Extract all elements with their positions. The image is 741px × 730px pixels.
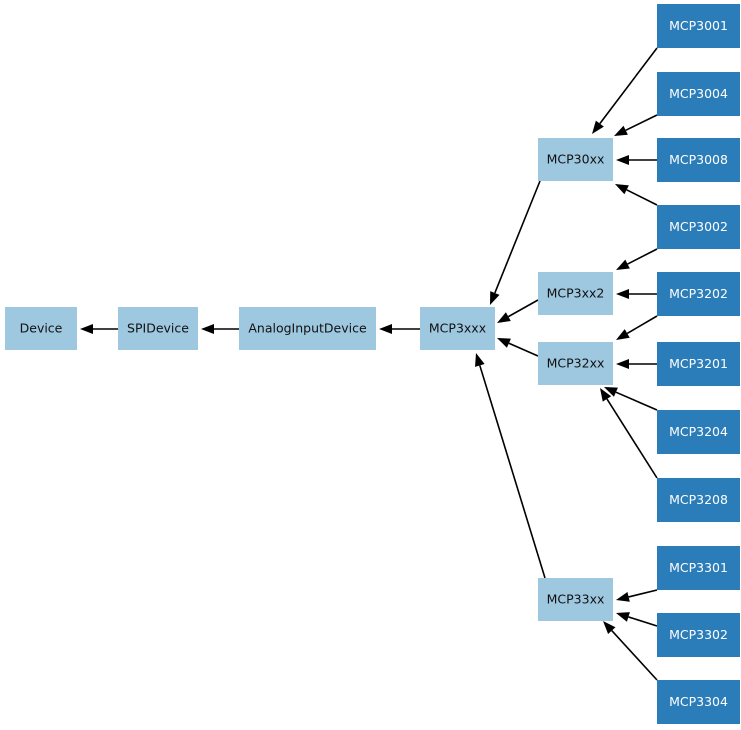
node-box[interactable]: [118, 307, 198, 350]
edges-layer: [80, 47, 658, 681]
edge-line: [626, 315, 658, 335]
node-mcp3302[interactable]: MCP3302: [657, 613, 740, 657]
edge-mcp3004-to-mcp30xx: [614, 114, 658, 136]
edge-line: [615, 391, 658, 411]
node-mcp3002[interactable]: MCP3002: [657, 205, 740, 249]
edge-spidevice-to-device: [80, 324, 118, 334]
edge-arrowhead: [616, 359, 629, 369]
node-mcp3xx2[interactable]: MCP3xx2: [538, 272, 613, 315]
node-box[interactable]: [657, 4, 740, 48]
edge-mcp3xxx-to-analoginput: [379, 324, 420, 334]
node-mcp32xx[interactable]: MCP32xx: [538, 342, 613, 385]
edge-mcp3202-to-mcp32xx: [616, 315, 658, 340]
edge-line: [611, 630, 658, 681]
node-box[interactable]: [657, 546, 740, 590]
edge-arrowhead: [616, 612, 630, 622]
edge-line: [625, 114, 658, 132]
node-box[interactable]: [657, 613, 740, 657]
edge-arrowhead: [604, 387, 618, 397]
node-mcp3xxx[interactable]: MCP3xxx: [420, 307, 495, 350]
node-spidevice[interactable]: SPIDevice: [118, 307, 198, 350]
edge-mcp3301-to-mcp33xx: [616, 589, 658, 602]
node-mcp3304[interactable]: MCP3304: [657, 680, 740, 724]
node-mcp3001[interactable]: MCP3001: [657, 4, 740, 48]
edge-line: [494, 180, 541, 294]
node-box[interactable]: [657, 205, 740, 249]
edge-arrowhead: [201, 324, 214, 334]
node-box[interactable]: [538, 272, 613, 315]
edge-arrowhead: [490, 291, 500, 305]
edge-mcp3202-to-mcp3xx2: [616, 289, 657, 299]
node-box[interactable]: [657, 478, 740, 522]
edge-arrowhead: [497, 338, 511, 348]
edge-mcp3208-to-mcp32xx: [600, 388, 658, 479]
node-mcp3004[interactable]: MCP3004: [657, 72, 740, 116]
edge-line: [627, 248, 658, 265]
edge-arrowhead: [616, 592, 630, 602]
node-box[interactable]: [657, 680, 740, 724]
node-box[interactable]: [657, 72, 740, 116]
edge-arrowhead: [603, 621, 616, 634]
node-mcp3204[interactable]: MCP3204: [657, 410, 740, 454]
node-mcp33xx[interactable]: MCP33xx: [538, 578, 613, 621]
edge-arrowhead: [616, 155, 629, 165]
node-mcp3201[interactable]: MCP3201: [657, 342, 740, 386]
node-mcp30xx[interactable]: MCP30xx: [538, 138, 613, 181]
edge-line: [628, 589, 658, 598]
edge-arrowhead: [615, 184, 629, 195]
node-mcp3008[interactable]: MCP3008: [657, 138, 740, 182]
edge-mcp3201-to-mcp32xx: [616, 359, 657, 369]
node-mcp3301[interactable]: MCP3301: [657, 546, 740, 590]
edge-mcp3302-to-mcp33xx: [616, 612, 658, 627]
edge-mcp3002-to-mcp3xx2: [616, 248, 658, 270]
edge-arrowhead: [616, 289, 629, 299]
node-box[interactable]: [5, 307, 77, 350]
edge-arrowhead: [497, 312, 511, 323]
edge-arrowhead: [475, 353, 485, 367]
node-box[interactable]: [538, 342, 613, 385]
edge-arrowhead: [379, 324, 392, 334]
node-analoginput[interactable]: AnalogInputDevice: [239, 307, 376, 350]
edge-mcp3002-to-mcp30xx: [615, 184, 658, 206]
edge-mcp32xx-to-mcp3xxx: [497, 338, 539, 357]
edge-mcp30xx-to-mcp3xxx: [490, 180, 541, 305]
edge-analoginput-to-spidevice: [201, 324, 239, 334]
node-box[interactable]: [657, 410, 740, 454]
edge-line: [508, 342, 539, 357]
node-box[interactable]: [239, 307, 376, 350]
node-box[interactable]: [538, 578, 613, 621]
edge-mcp3204-to-mcp32xx: [604, 387, 658, 411]
edge-arrowhead: [616, 329, 630, 340]
edge-line: [599, 47, 658, 125]
node-device[interactable]: Device: [5, 307, 77, 350]
edge-arrowhead: [616, 259, 630, 270]
node-box[interactable]: [657, 272, 740, 316]
node-box[interactable]: [538, 138, 613, 181]
edge-mcp3xx2-to-mcp3xxx: [497, 299, 539, 323]
edge-mcp3001-to-mcp30xx: [592, 47, 658, 134]
node-box[interactable]: [657, 342, 740, 386]
edge-mcp33xx-to-mcp3xxx: [475, 353, 546, 579]
node-mcp3202[interactable]: MCP3202: [657, 272, 740, 316]
edge-mcp3008-to-mcp30xx: [616, 155, 657, 165]
node-box[interactable]: [657, 138, 740, 182]
edge-arrowhead: [80, 324, 93, 334]
edge-line: [606, 398, 658, 479]
edge-line: [479, 365, 546, 579]
edge-arrowhead: [614, 125, 628, 136]
node-mcp3208[interactable]: MCP3208: [657, 478, 740, 522]
edge-arrowhead: [592, 120, 604, 134]
edge-line: [507, 299, 539, 318]
edge-arrowhead: [600, 388, 612, 402]
edge-line: [626, 189, 658, 206]
node-box[interactable]: [420, 307, 495, 350]
edge-line: [628, 616, 658, 627]
edge-mcp3304-to-mcp33xx: [603, 621, 658, 681]
